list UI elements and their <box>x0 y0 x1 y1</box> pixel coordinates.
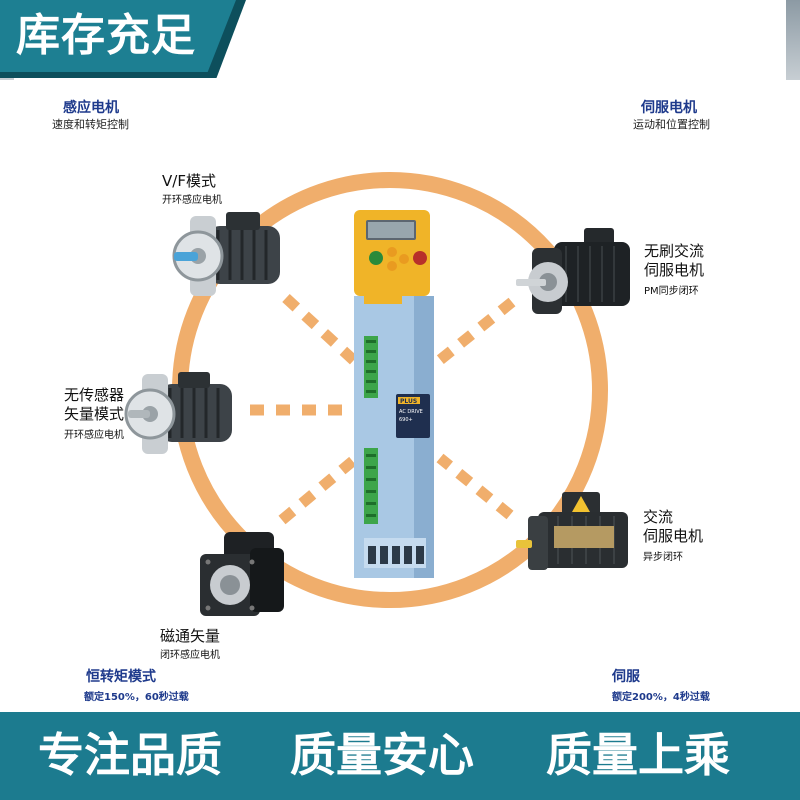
brushless-title-line2: 伺服电机 <box>644 261 705 279</box>
ac-servo-title-line2: 伺服电机 <box>643 527 704 545</box>
brushless-servo-motor-icon <box>516 228 630 314</box>
flux-title: 磁通矢量 <box>160 627 221 645</box>
drive-menu-button <box>399 254 409 264</box>
servo-overload-subtitle: 额定200%，4秒过载 <box>612 692 710 703</box>
servo-subtitle: 运动和位置控制 <box>633 118 710 131</box>
footer-slogan-1: 专注品质 <box>38 728 222 782</box>
induction-motor-sensorless-icon <box>124 372 232 454</box>
banner-title: 库存充足 <box>16 10 196 61</box>
connector-flux <box>278 450 364 525</box>
sensorless-subtitle: 开环感应电机 <box>64 430 124 441</box>
brushless-subtitle: PM同步闭环 <box>644 286 699 297</box>
drive-option-card <box>396 394 430 438</box>
ac-servo-motor-icon <box>516 492 628 570</box>
ac-drive-unit: PLUS AC DRIVE 690+ <box>354 210 434 578</box>
banner-tab <box>0 0 236 72</box>
terminal-block-2 <box>364 448 378 524</box>
drive-up-button <box>387 247 397 257</box>
drive-badge: PLUS <box>400 398 417 405</box>
footer-slogan-3: 质量上乘 <box>546 728 730 782</box>
ac-servo-title-line1: 交流 <box>643 508 674 526</box>
sensorless-title-line2: 矢量模式 <box>64 405 125 423</box>
sensorless-title-line1: 无传感器 <box>64 386 125 404</box>
drive-stop-button <box>413 251 427 265</box>
footer-banner: 专注品质 质量安心 质量上乘 <box>0 712 800 800</box>
servo-overload-title: 伺服 <box>612 669 640 685</box>
ac-servo-subtitle: 异步闭环 <box>643 552 683 563</box>
connector-vf <box>282 293 366 373</box>
flux-vector-motor-icon <box>200 532 284 616</box>
connector-ac-servo <box>436 453 514 520</box>
induction-title: 感应电机 <box>63 100 119 116</box>
induction-motor-vf-icon <box>172 212 280 296</box>
induction-subtitle: 速度和转矩控制 <box>52 118 129 131</box>
drive-model-line1: AC DRIVE <box>399 409 423 415</box>
connector-brushless <box>436 297 516 365</box>
drive-run-button <box>369 251 383 265</box>
vf-mode-subtitle: 开环感应电机 <box>162 195 222 206</box>
footer-slogan-2: 质量安心 <box>290 728 474 782</box>
drive-model-line2: 690+ <box>399 417 413 423</box>
drive-down-button <box>387 261 397 271</box>
terminal-block-1 <box>364 336 378 398</box>
flux-subtitle: 闭环感应电机 <box>160 650 220 661</box>
constant-torque-subtitle: 额定150%，60秒过载 <box>84 692 189 703</box>
brushless-title-line1: 无刷交流 <box>644 242 705 260</box>
servo-title: 伺服电机 <box>641 100 697 116</box>
vf-mode-title: V/F模式 <box>162 172 216 190</box>
constant-torque-title: 恒转矩模式 <box>86 669 156 685</box>
